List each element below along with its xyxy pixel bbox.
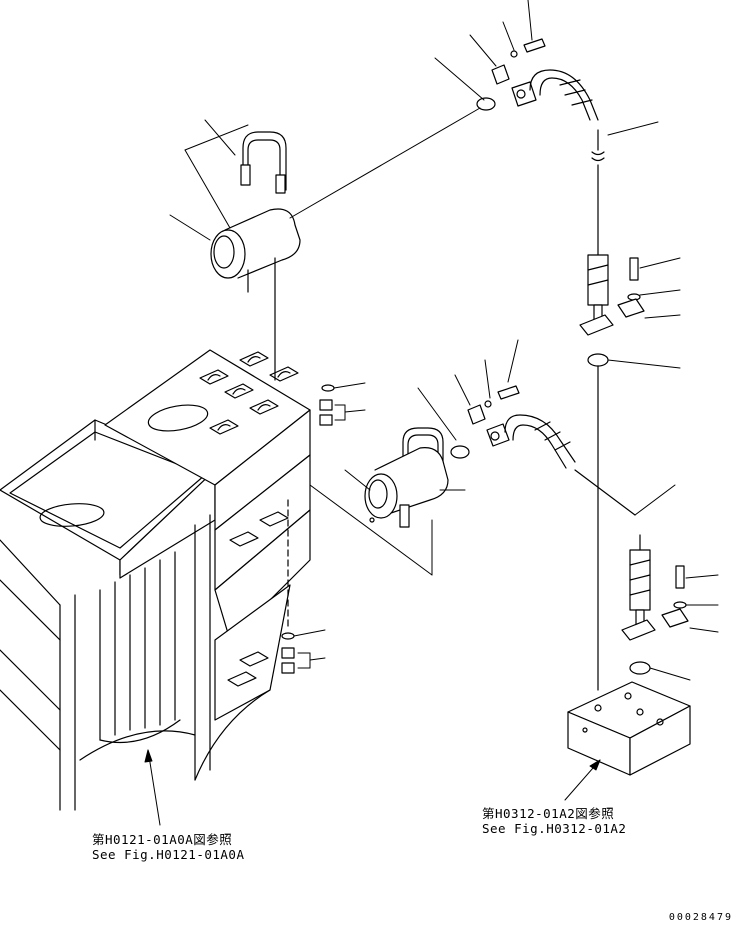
lower-cylinder-assembly: [364, 427, 470, 528]
reference-left-jp: 第H0121-01A0A図参照: [92, 832, 233, 847]
right-upper-hose: [579, 254, 645, 691]
frame-assembly: [0, 349, 311, 811]
reference-right-en: See Fig.H0312-01A2: [482, 821, 627, 836]
upper-cylinder-assembly: [210, 131, 301, 381]
reference-left-en: See Fig.H0121-01A0A: [92, 847, 245, 862]
drawing-number: 00028479: [668, 912, 733, 923]
frame-clamps: [199, 351, 299, 687]
hardware-nuts-washers: [281, 384, 335, 674]
leader-lines: [144, 0, 719, 826]
right-lower-hose: [621, 534, 689, 675]
reference-right-jp: 第H0312-01A2図参照: [482, 806, 615, 821]
upper-hose-assembly: [476, 38, 605, 256]
middle-hose-assembly: [467, 385, 636, 516]
valve-block: [567, 681, 691, 776]
